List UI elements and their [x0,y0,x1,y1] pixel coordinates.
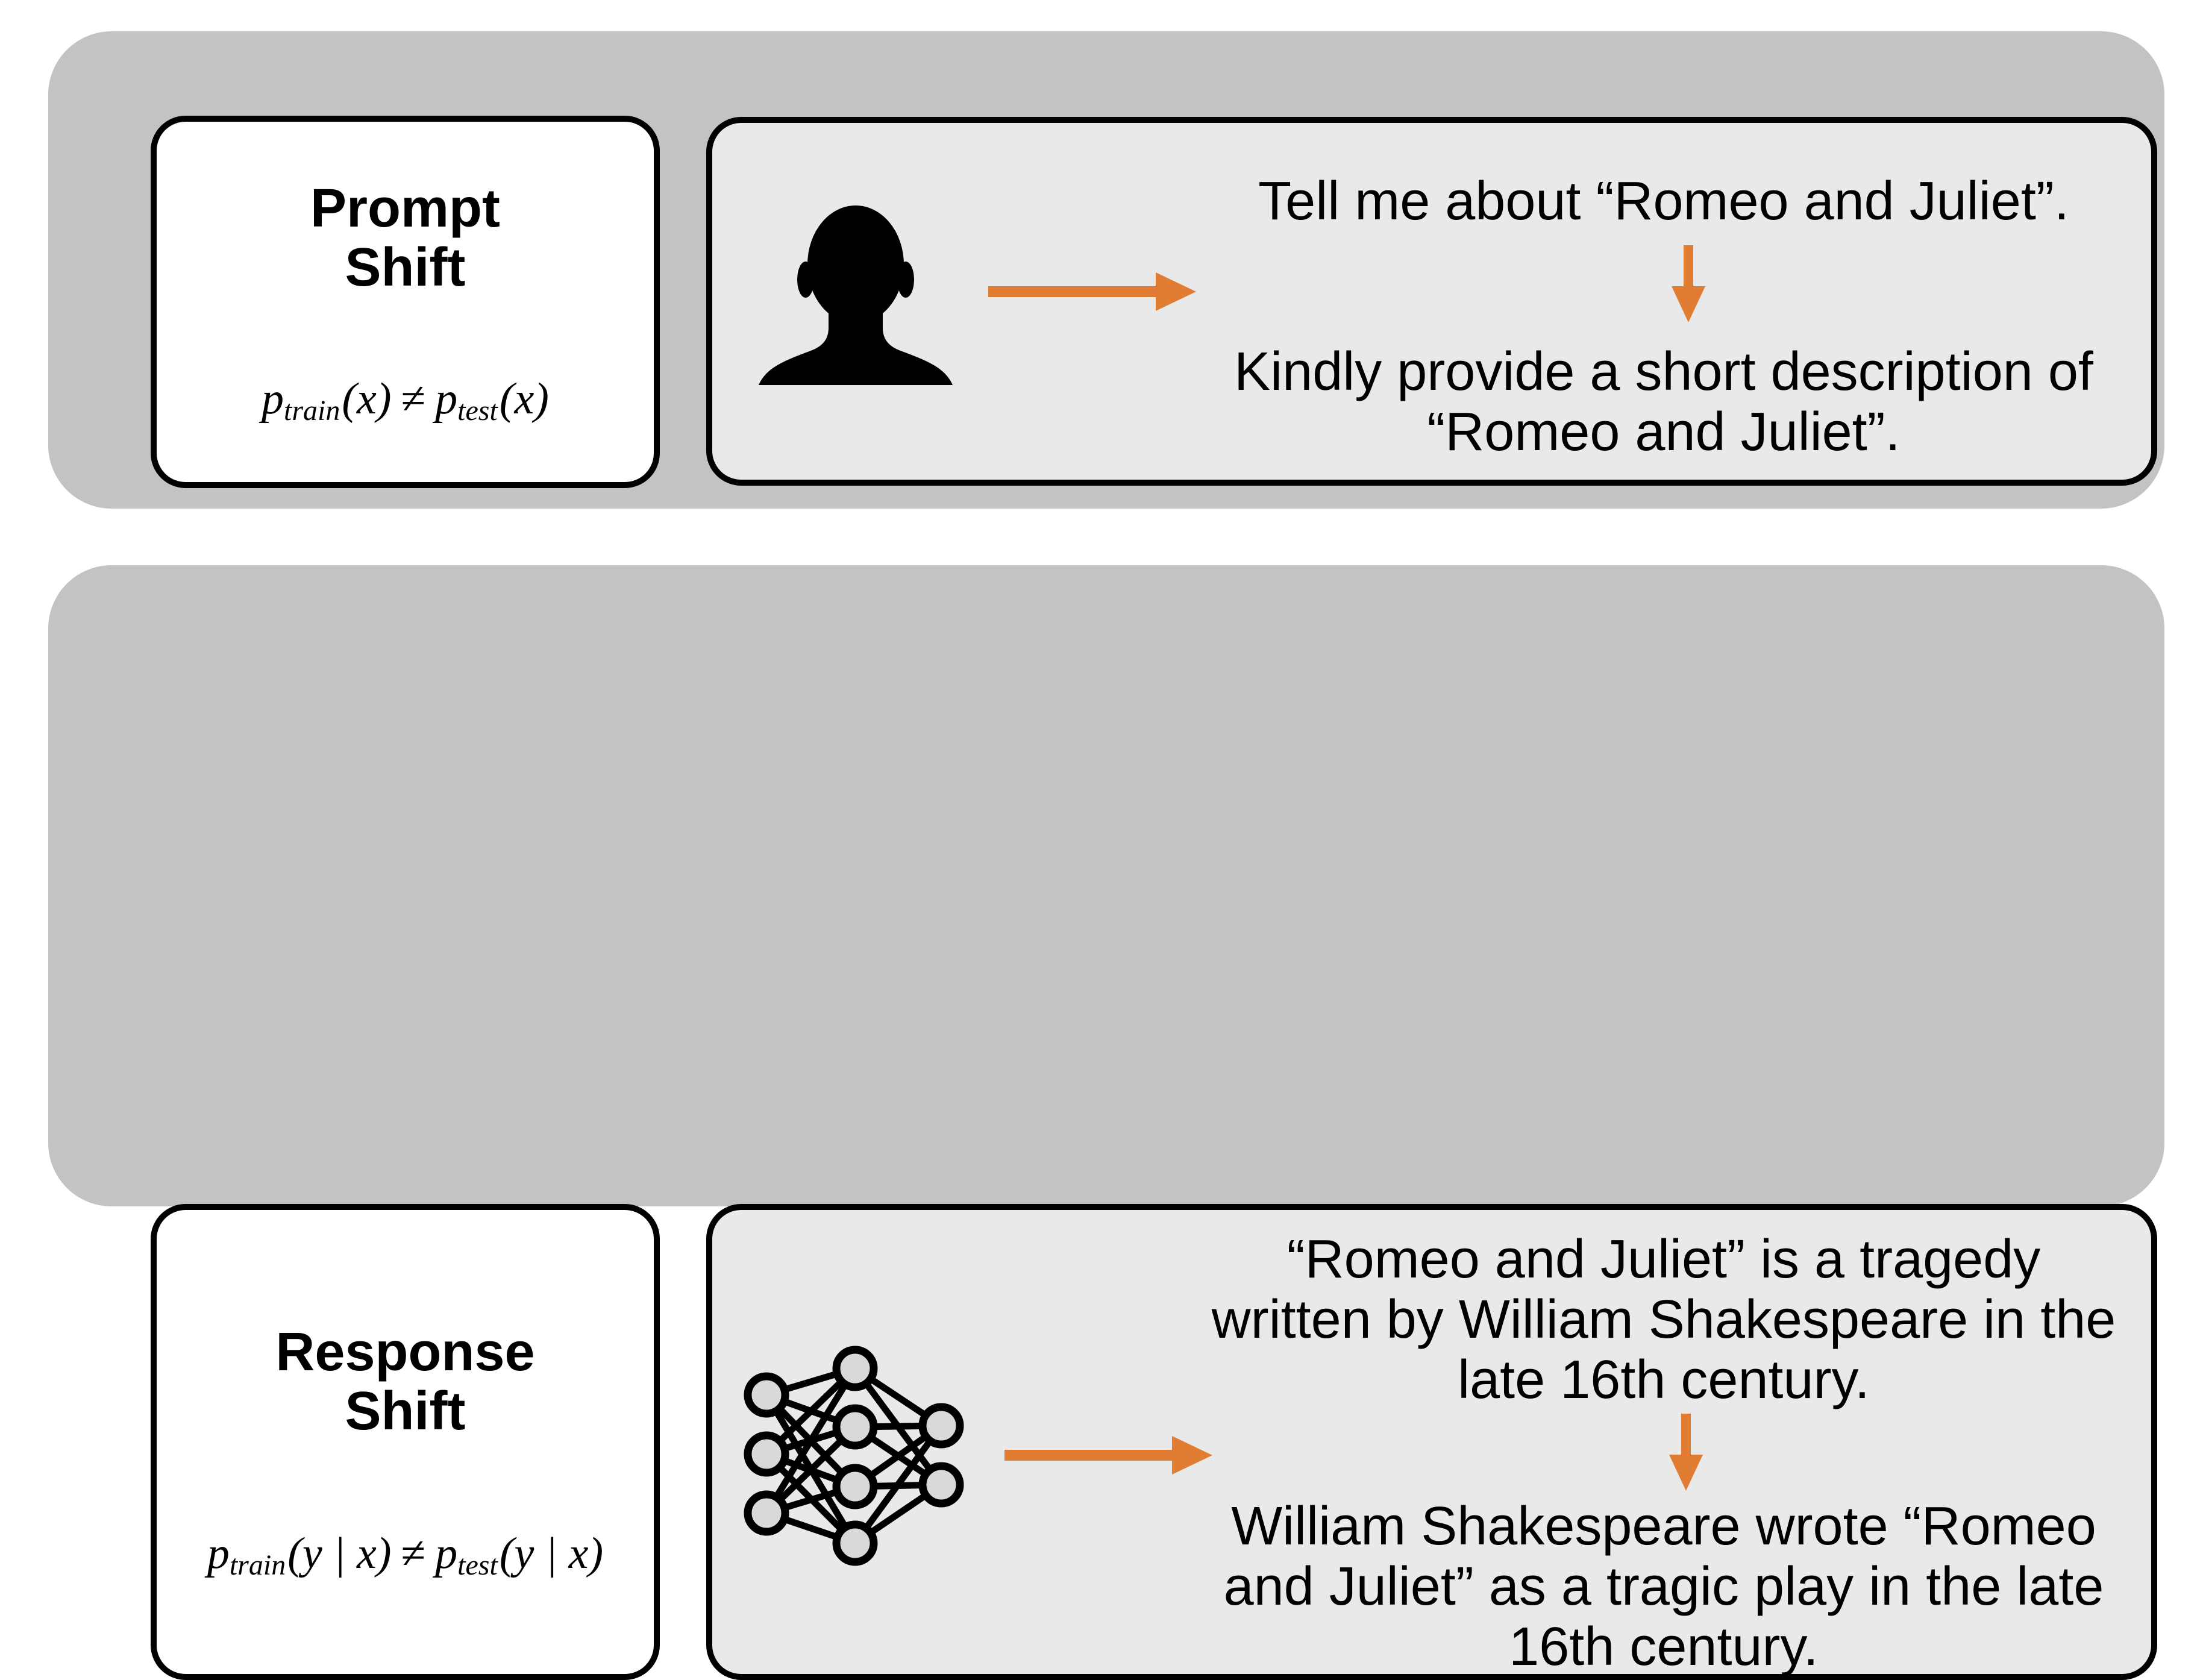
original-prompt-text: Tell me about “Romeo and Juliet”. [1194,171,2133,231]
response-shift-panel: Response Shift ptrain(y | x)≠ptest(y | x… [48,565,2164,1680]
title-line: Response [275,1322,535,1382]
not-equal-sign: ≠ [401,1529,426,1578]
prompt-shift-panel: Prompt Shift ptrain(x)≠ptest(x) Tell me … [48,31,2164,509]
formula-lhs-argument: (y | x) [287,1529,392,1578]
formula-rhs-subscript: test [457,394,498,427]
formula-lhs-base: p [262,374,284,424]
response-shift-title: Response Shift [157,1323,654,1441]
text-line: William Shakespeare wrote “Romeo [1231,1496,2096,1556]
text-line: written by William Shakespeare in the [1211,1290,2116,1350]
text-line: Tell me about “Romeo and Juliet”. [1258,171,2069,231]
text-line: late 16th century. [1458,1350,1870,1410]
formula-lhs-base: p [207,1529,230,1578]
arrow-down-icon [1669,1414,1703,1491]
prompt-shift-title: Prompt Shift [157,179,654,297]
text-line: “Romeo and Juliet” is a tragedy [1286,1229,2041,1290]
formula-lhs-subscript: train [229,1549,286,1581]
title-line: Shift [345,237,466,298]
formula-rhs-subscript: test [457,1549,498,1581]
response-shift-formula: ptrain(y | x)≠ptest(y | x) [157,1526,654,1581]
formula-rhs-argument: (x) [499,374,549,424]
title-line: Shift [345,1381,466,1441]
person-silhouette-icon [759,205,953,385]
prompt-shift-label-box: Prompt Shift ptrain(x)≠ptest(x) [151,116,660,488]
original-response-text: “Romeo and Juliet” is a tragedy written … [1194,1229,2133,1410]
arrow-down-icon [1672,245,1705,322]
neural-network-icon [744,1346,964,1566]
formula-rhs-base: p [435,1529,458,1578]
shifted-prompt-text: Kindly provide a short description of “R… [1194,342,2133,462]
arrow-right-icon [1004,1436,1212,1475]
response-shift-label-box: Response Shift ptrain(y | x)≠ptest(y | x… [151,1204,660,1680]
formula-rhs-argument: (y | x) [499,1529,604,1578]
prompt-shift-content-box: Tell me about “Romeo and Juliet”. Kindly… [706,117,2157,486]
prompt-shift-formula: ptrain(x)≠ptest(x) [157,372,654,426]
formula-lhs-argument: (x) [342,374,392,424]
text-line: “Romeo and Juliet”. [1427,402,1901,462]
arrow-right-icon [988,272,1196,311]
shifted-response-text: William Shakespeare wrote “Romeo and Jul… [1194,1496,2133,1677]
text-line: Kindly provide a short description of [1234,342,2093,402]
not-equal-sign: ≠ [401,374,426,424]
title-line: Prompt [310,178,500,239]
formula-lhs-subscript: train [284,394,340,427]
response-shift-content-box: “Romeo and Juliet” is a tragedy written … [706,1204,2157,1680]
text-line: and Juliet” as a tragic play in the late [1223,1556,2104,1617]
formula-rhs-base: p [435,374,458,424]
text-line: 16th century. [1509,1617,1819,1677]
